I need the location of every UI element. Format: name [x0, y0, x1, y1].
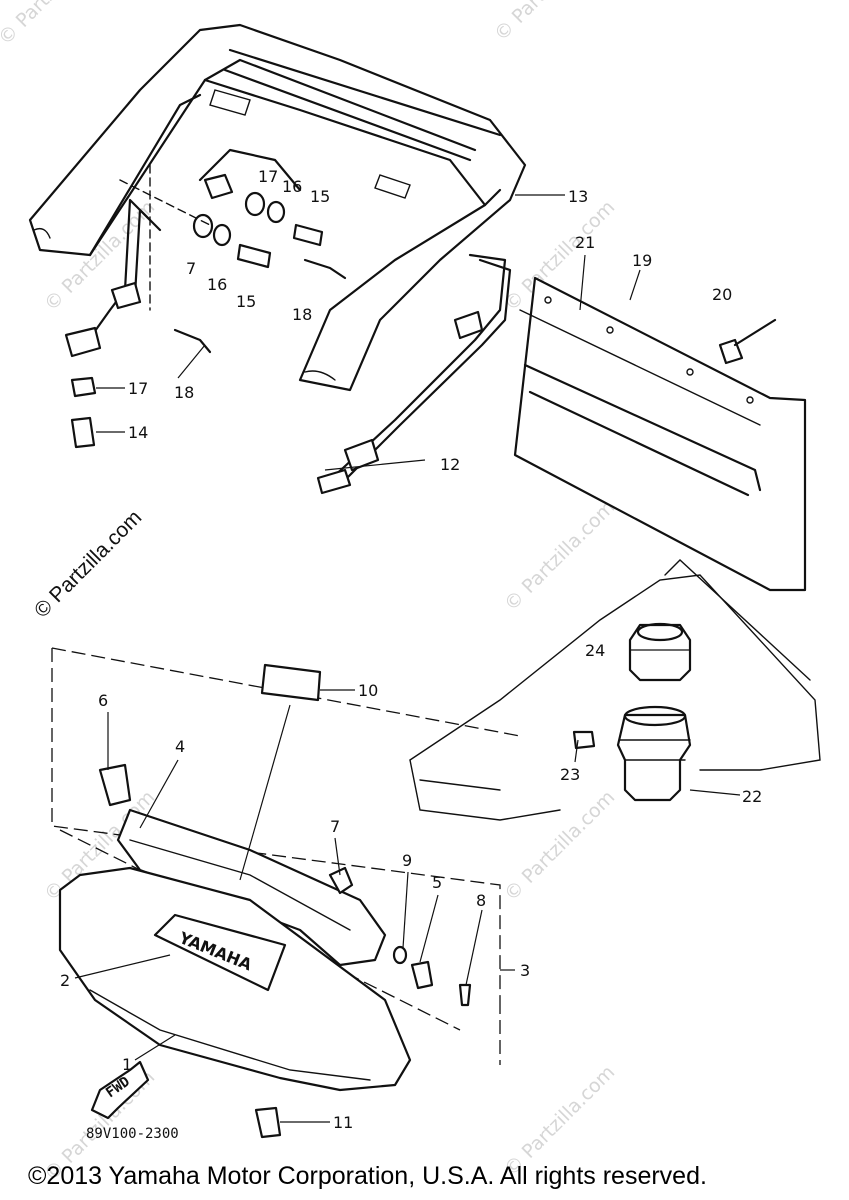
pin-8: [458, 983, 472, 1007]
callout-7-lower: 7: [330, 817, 340, 836]
callout-12: 12: [440, 455, 460, 474]
callout-15-upper: 15: [310, 187, 330, 206]
nut-16: [212, 223, 232, 247]
callout-2: 2: [60, 971, 70, 990]
label-strip-10: [260, 663, 322, 702]
callout-7-upper: 7: [186, 259, 196, 278]
callout-16-lower: 16: [207, 275, 227, 294]
screw-11: [254, 1106, 282, 1139]
callout-15-lower: 15: [236, 292, 256, 311]
nut-17: [70, 376, 97, 398]
callout-24: 24: [585, 641, 605, 660]
rivet-20: [718, 338, 744, 365]
callout-11: 11: [333, 1113, 353, 1132]
callout-17-upper: 17: [258, 167, 278, 186]
screw-18: [303, 258, 347, 280]
callout-23: 23: [560, 765, 580, 784]
copyright-notice: ©2013 Yamaha Motor Corporation, U.S.A. A…: [28, 1162, 707, 1190]
decal-yamaha-2: [153, 913, 287, 992]
callout-20: 20: [712, 285, 732, 304]
callout-4: 4: [175, 737, 185, 756]
bracket-6: [98, 763, 132, 807]
clip-7: [328, 866, 354, 895]
callout-13: 13: [568, 187, 588, 206]
hardware-set: [70, 164, 347, 449]
storage-lid-1: YAMAHA: [58, 866, 412, 1092]
callout-22: 22: [742, 787, 762, 806]
callout-18-upper: 18: [292, 305, 312, 324]
callout-17-lower: 17: [128, 379, 148, 398]
screw-18: [173, 328, 212, 354]
bolt-15: [292, 223, 324, 247]
washer-9: [392, 945, 408, 965]
callout-3: 3: [520, 961, 530, 980]
hinge-5: [410, 960, 434, 990]
callout-10: 10: [358, 681, 378, 700]
diagram-code: 89V100-2300: [86, 1126, 179, 1142]
washer-7: [192, 213, 214, 239]
hull-section: [409, 559, 821, 821]
handle-grab-rail: [28, 23, 527, 392]
callout-6: 6: [98, 691, 108, 710]
cover-plate: [513, 276, 807, 592]
filler-neck-22: [616, 713, 692, 802]
callout-19: 19: [632, 251, 652, 270]
callout-21: 21: [575, 233, 595, 252]
callout-8: 8: [476, 891, 486, 910]
callout-16-upper: 16: [282, 177, 302, 196]
bolt-14: [70, 416, 96, 449]
forward-arrow: FWD: [90, 1060, 150, 1120]
callout-18-lower: 18: [174, 383, 194, 402]
screw-23: [572, 730, 596, 750]
nut-16: [266, 200, 286, 224]
rail-bracket: [64, 148, 512, 495]
callout-14: 14: [128, 423, 148, 442]
callout-1: 1: [122, 1055, 132, 1074]
bolt-15: [236, 243, 272, 269]
washer-17: [244, 191, 266, 217]
callout-5: 5: [432, 873, 442, 892]
callout-9: 9: [402, 851, 412, 870]
